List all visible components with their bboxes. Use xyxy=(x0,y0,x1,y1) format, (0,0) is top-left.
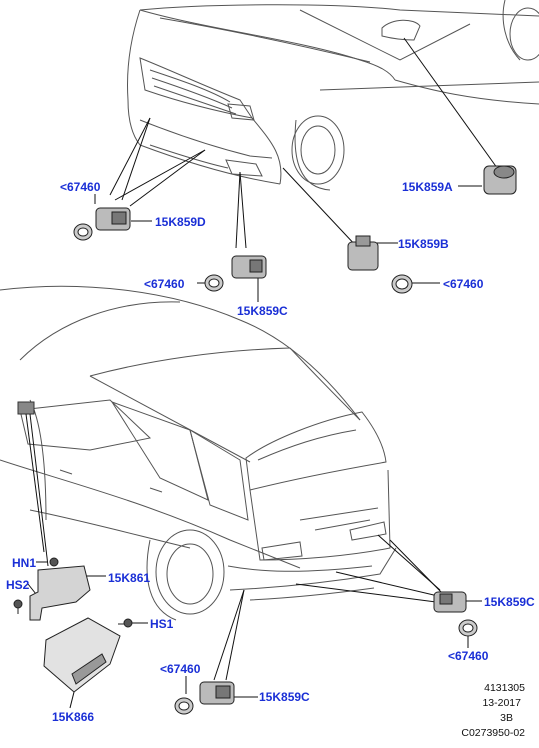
module-bolt xyxy=(118,618,133,628)
front-vehicle-illustration xyxy=(127,0,539,191)
date-code: 13-2017 xyxy=(482,697,521,709)
sensor-mirror xyxy=(483,165,517,195)
sensor-front-side xyxy=(347,235,379,271)
drawing-id: C0273950-02 xyxy=(461,727,525,739)
sensor-ring-front-center xyxy=(204,274,224,292)
label-rear-center-ring[interactable]: <67460 xyxy=(160,662,201,676)
label-module-unit[interactable]: 15K866 xyxy=(52,710,95,724)
label-module-nut[interactable]: HN1 xyxy=(12,556,37,570)
revision-code: 3B xyxy=(500,712,513,724)
label-front-left-ring[interactable]: <67460 xyxy=(60,180,101,194)
reference-number: 4131305 xyxy=(484,682,525,694)
label-front-left-sensor[interactable]: 15K859D xyxy=(155,215,206,229)
label-front-center-ring[interactable]: <67460 xyxy=(144,277,185,291)
sensor-front-center xyxy=(231,255,267,279)
module-nut xyxy=(49,557,59,567)
sensor-ring-front-left xyxy=(73,223,93,241)
sensor-rear-right xyxy=(433,591,467,613)
module-screw xyxy=(13,599,23,614)
sensor-ring-rear-right xyxy=(458,619,478,637)
sensor-ring-front-side xyxy=(391,274,413,294)
label-module-bracket[interactable]: 15K861 xyxy=(108,571,151,585)
rear-vehicle-illustration xyxy=(0,285,397,621)
label-module-bolt[interactable]: HS1 xyxy=(150,617,174,631)
module-bracket xyxy=(29,565,91,621)
module-unit xyxy=(43,617,121,693)
label-front-side-sensor[interactable]: 15K859B xyxy=(398,237,449,251)
sensor-ring-rear-center xyxy=(174,697,194,715)
label-mirror-sensor[interactable]: 15K859A xyxy=(402,180,453,194)
sensor-front-left xyxy=(95,207,131,231)
label-rear-center-sensor[interactable]: 15K859C xyxy=(259,690,310,704)
label-module-screw[interactable]: HS2 xyxy=(6,578,30,592)
label-front-side-ring[interactable]: <67460 xyxy=(443,277,484,291)
label-rear-right-sensor[interactable]: 15K859C xyxy=(484,595,535,609)
leader-lines xyxy=(25,37,501,709)
label-rear-right-ring[interactable]: <67460 xyxy=(448,649,489,663)
label-front-center-sensor[interactable]: 15K859C xyxy=(237,304,288,318)
sensor-rear-center xyxy=(199,681,235,705)
